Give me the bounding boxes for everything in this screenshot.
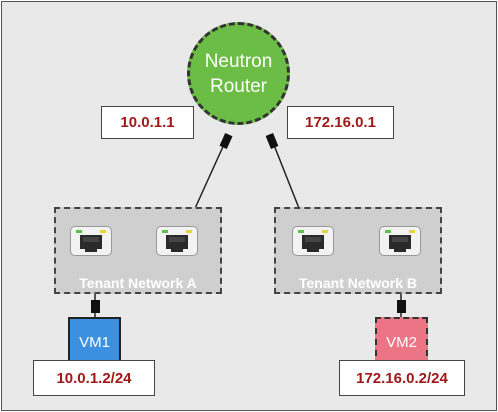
- router-label: Neutron Router: [204, 50, 273, 97]
- router-link-b-connector: [265, 133, 279, 149]
- vm2-node: VM2: [375, 317, 428, 367]
- vm1-node: VM1: [68, 317, 121, 367]
- router-ip-label-a: 10.0.1.1: [101, 106, 194, 139]
- router-link-a-connector: [219, 132, 233, 150]
- vm1-ip-label: 10.0.1.2/24: [33, 360, 155, 396]
- vm1-label: VM1: [79, 333, 110, 351]
- ethernet-port-icon: [70, 226, 112, 256]
- ethernet-port-icon: [292, 226, 334, 256]
- vm2-ip-label: 172.16.0.2/24: [339, 360, 465, 396]
- vm1-link-connector: [91, 300, 100, 313]
- vm2-link-connector: [397, 300, 406, 313]
- tenant-network-b-label: Tenant Network B: [299, 275, 417, 291]
- ethernet-port-icon: [379, 226, 421, 256]
- vm2-label: VM2: [386, 333, 417, 351]
- neutron-router: Neutron Router: [187, 22, 290, 125]
- tenant-network-a-label: Tenant Network A: [79, 275, 197, 291]
- ethernet-port-icon: [156, 226, 198, 256]
- router-ip-label-b: 172.16.0.1: [287, 106, 394, 139]
